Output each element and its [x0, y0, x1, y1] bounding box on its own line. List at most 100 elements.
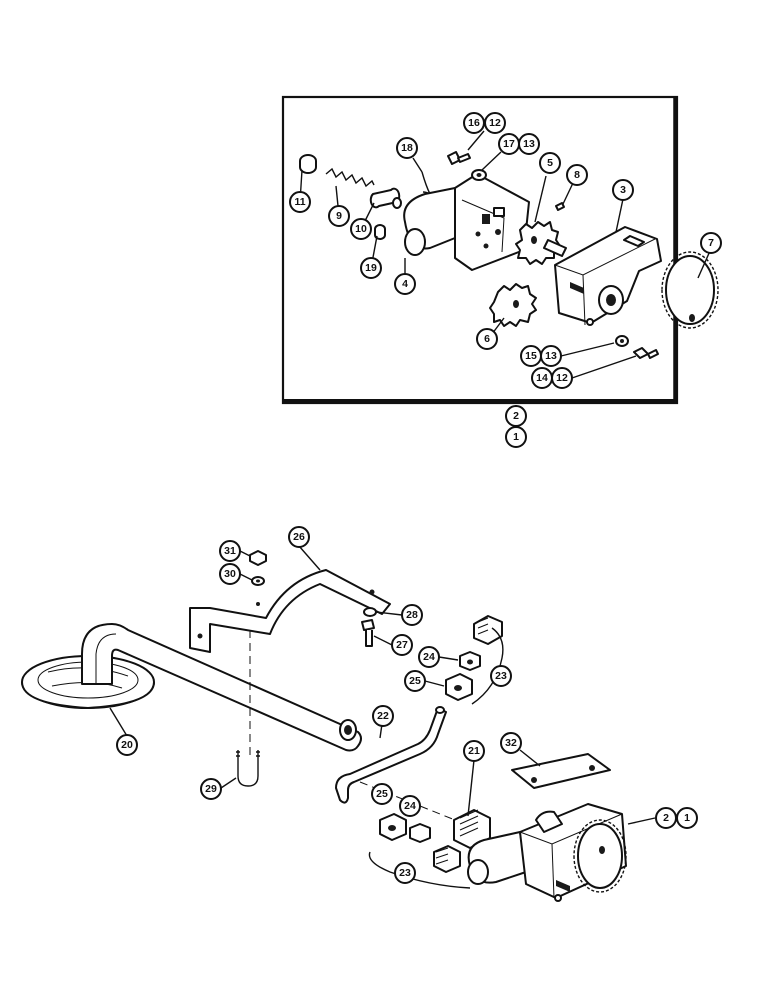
callout-label: 27 — [396, 639, 408, 651]
callout-label: 32 — [505, 737, 517, 749]
callout-label: 30 — [224, 568, 236, 580]
callout-label: 23 — [399, 867, 411, 879]
callout-label: 5 — [547, 157, 553, 169]
part-lockwasher — [471, 169, 487, 181]
callout: 1 — [676, 807, 698, 829]
part-pickup-tube — [81, 623, 362, 752]
callout-label: 2 — [513, 410, 519, 422]
callout-label: 24 — [423, 651, 435, 663]
callout: 11 — [289, 191, 311, 213]
callout: 20 — [116, 734, 138, 756]
callout-label: 3 — [620, 184, 626, 196]
callout: 19 — [360, 257, 382, 279]
callout: 30 — [219, 563, 241, 585]
part-cap-screw — [361, 619, 375, 647]
callout-label: 12 — [556, 372, 568, 384]
part-elbow-lower — [433, 845, 461, 873]
callout: 14 — [531, 367, 553, 389]
callout-label: 13 — [523, 138, 535, 150]
part-sleeve-lower — [379, 813, 407, 841]
callout-label: 11 — [294, 196, 305, 208]
callout-label: 8 — [574, 169, 580, 181]
callout: 22 — [372, 705, 394, 727]
pump-assembly: 26 31 30 28 27 24 25 23 20 22 29 32 21 2… — [21, 526, 698, 902]
callout-label: 17 — [503, 138, 515, 150]
callout-label: 18 — [401, 142, 413, 154]
callout: 18 — [396, 137, 418, 159]
part-nut-fitting — [459, 651, 481, 671]
callout: 4 — [394, 273, 416, 295]
part-idler-gear — [489, 283, 537, 327]
callout: 12 — [484, 112, 506, 134]
callout: 3 — [612, 179, 634, 201]
callout-label: 6 — [484, 333, 490, 345]
callout: 25 — [404, 670, 426, 692]
callout: 25 — [371, 783, 393, 805]
callout-label: 20 — [121, 739, 133, 751]
callout: 13 — [540, 345, 562, 367]
callout-label: 7 — [708, 237, 714, 249]
part-plug — [299, 154, 317, 174]
part-bolt-lower — [633, 347, 659, 359]
callout: 16 — [463, 112, 485, 134]
part-oil-tube — [335, 706, 447, 804]
pump-exploded-inset: 11 9 10 19 18 4 16 12 17 13 5 8 3 7 6 15… — [281, 95, 722, 448]
callout: 24 — [418, 646, 440, 668]
callout-label: 22 — [377, 710, 389, 722]
callout-label: 29 — [205, 783, 217, 795]
callout-label: 24 — [404, 800, 416, 812]
callout: 7 — [700, 232, 722, 254]
callout-label: 9 — [336, 210, 342, 222]
callout-label: 13 — [545, 350, 557, 362]
part-sleeve — [445, 673, 473, 701]
callout-label: 15 — [525, 350, 537, 362]
part-nut — [249, 550, 267, 566]
callout-label: 25 — [409, 675, 421, 687]
callout-label: 31 — [224, 545, 236, 557]
part-gasket — [511, 753, 611, 789]
part-key — [555, 202, 565, 211]
callout-label: 10 — [355, 223, 367, 235]
part-pump-cover — [403, 173, 530, 271]
part-spring — [325, 167, 375, 188]
part-pump-body — [554, 226, 662, 326]
callout: 8 — [566, 164, 588, 186]
part-bracket — [189, 569, 391, 653]
callout-label: 16 — [468, 117, 480, 129]
callout: 12 — [551, 367, 573, 389]
callout: 2 — [505, 405, 527, 427]
part-bolt — [447, 151, 471, 165]
inset-leaders — [299, 130, 711, 419]
callout: 24 — [399, 795, 421, 817]
callout: 13 — [518, 133, 540, 155]
part-valve — [369, 187, 402, 209]
callout-label: 25 — [376, 788, 388, 800]
part-timing-gear — [661, 251, 719, 329]
callout: 9 — [328, 205, 350, 227]
assembly-leaders — [109, 545, 656, 825]
part-lockwasher-lower — [615, 335, 629, 347]
callout: 28 — [401, 604, 423, 626]
part-cotter-pin — [421, 171, 432, 196]
part-washer-small — [363, 607, 377, 617]
part-pump-assembled — [467, 803, 627, 902]
callout-label: 21 — [468, 745, 480, 757]
callout: 21 — [463, 740, 485, 762]
callout: 1 — [505, 426, 527, 448]
callout-label: 28 — [406, 609, 418, 621]
part-drive-gear — [515, 221, 567, 265]
callout-label: 19 — [365, 262, 377, 274]
callout: 32 — [500, 732, 522, 754]
part-nut-lower — [409, 823, 431, 843]
callout: 29 — [200, 778, 222, 800]
callout: 15 — [520, 345, 542, 367]
callout-label: 14 — [536, 372, 548, 384]
callout: 2 — [655, 807, 677, 829]
part-fitting-elbow — [473, 615, 503, 645]
part-washer — [251, 576, 265, 586]
callout-label: 23 — [495, 670, 507, 682]
callout: 27 — [391, 634, 413, 656]
callout: 5 — [539, 152, 561, 174]
callout: 31 — [219, 540, 241, 562]
